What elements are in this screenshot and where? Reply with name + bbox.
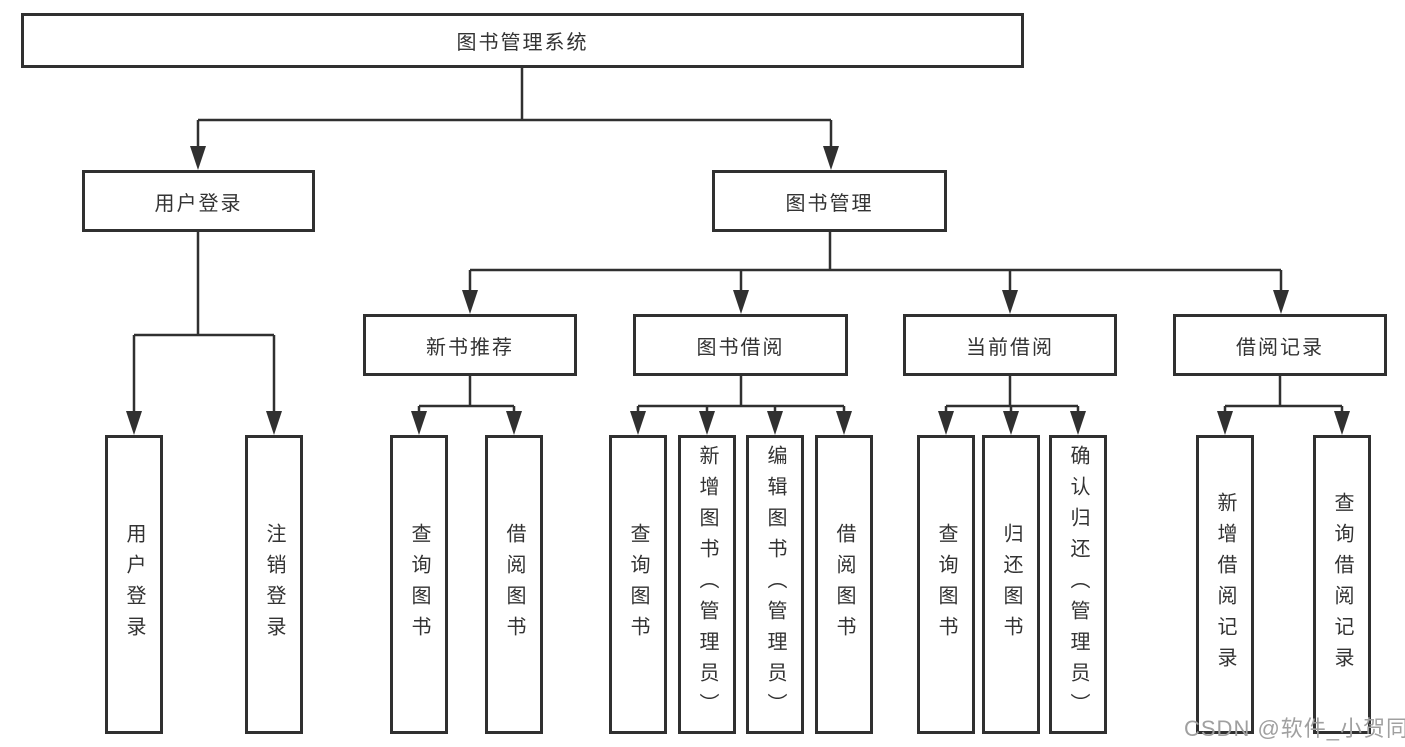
leaf-edit-books-admin: 编辑图书（管理员）: [746, 435, 804, 734]
leaf-borrow-books-recommend: 借阅图书: [485, 435, 543, 734]
csdn-watermark: CSDN @软件_小贺同学: [1184, 716, 1405, 741]
leaf-borrow-books: 借阅图书: [815, 435, 873, 734]
node-user-login-group: 用户登录: [82, 170, 315, 232]
node-label: 借阅图书: [503, 522, 525, 647]
node-label: 当前借阅: [966, 336, 1054, 359]
node-label: 用户登录: [123, 522, 145, 647]
leaf-return-books: 归还图书: [982, 435, 1040, 734]
arrowhead-icons: [126, 146, 1350, 435]
node-label: 归还图书: [1000, 522, 1022, 647]
leaf-user-login: 用户登录: [105, 435, 163, 734]
node-label: 借阅记录: [1236, 336, 1324, 359]
leaf-query-books-recommend: 查询图书: [390, 435, 448, 734]
node-label: 图书管理系统: [456, 32, 589, 54]
leaf-confirm-return-admin: 确认归还（管理员）: [1049, 435, 1107, 734]
leaf-query-books-current: 查询图书: [917, 435, 975, 734]
leaf-add-books-admin: 新增图书（管理员）: [678, 435, 736, 734]
leaf-add-borrow-record: 新增借阅记录: [1196, 435, 1254, 734]
node-borrow-records: 借阅记录: [1173, 314, 1387, 376]
node-label: 编辑图书（管理员）: [764, 445, 786, 724]
node-label: 查询图书: [935, 522, 957, 647]
node-label: 借阅图书: [833, 522, 855, 647]
node-label: 新书推荐: [426, 336, 514, 359]
leaf-query-books-borrowing: 查询图书: [609, 435, 667, 734]
node-label: 查询图书: [408, 522, 430, 647]
node-label: 图书管理: [785, 192, 874, 215]
leaf-logout: 注销登录: [245, 435, 303, 734]
node-label: 查询借阅记录: [1331, 491, 1353, 678]
node-current-borrowing: 当前借阅: [903, 314, 1117, 376]
node-label: 用户登录: [154, 192, 243, 215]
node-system-root: 图书管理系统: [21, 13, 1024, 68]
leaf-query-borrow-record: 查询借阅记录: [1313, 435, 1371, 734]
node-label: 图书借阅: [696, 336, 785, 359]
node-label: 查询图书: [627, 522, 649, 647]
node-label: 新增图书（管理员）: [696, 445, 718, 724]
node-label: 新增借阅记录: [1214, 491, 1236, 678]
node-label: 注销登录: [263, 522, 285, 647]
node-new-book-recommend: 新书推荐: [363, 314, 577, 376]
node-label: 确认归还（管理员）: [1067, 445, 1089, 724]
node-book-borrowing: 图书借阅: [633, 314, 848, 376]
node-book-management: 图书管理: [712, 170, 947, 232]
